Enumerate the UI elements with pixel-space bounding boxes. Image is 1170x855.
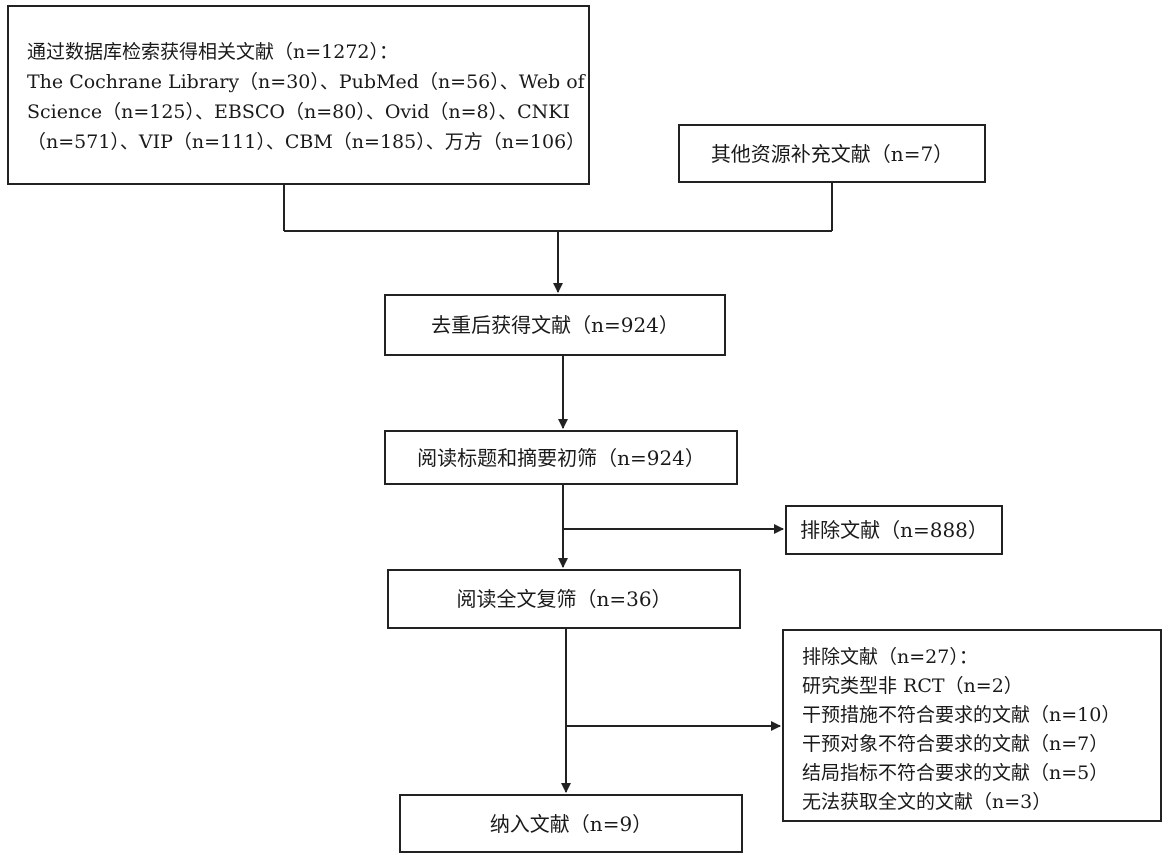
title-abstract-screen-box: 阅读标题和摘要初筛（n=924） bbox=[384, 430, 738, 485]
excluded-second-line-5: 结局指标不符合要求的文献（n=5） bbox=[802, 762, 1109, 784]
excluded-second-line-2: 研究类型非 RCT（n=2） bbox=[802, 675, 1023, 697]
dedup-label: 去重后获得文献（n=924） bbox=[431, 313, 679, 337]
other-sources-label: 其他资源补充文献（n=7） bbox=[710, 141, 954, 166]
excluded-first-box: 排除文献（n=888） bbox=[785, 505, 1003, 555]
excluded-first-label: 排除文献（n=888） bbox=[800, 518, 988, 542]
database-search-line-4: （n=571）、VIP（n=111）、CBM（n=185）、万方（n=106） bbox=[27, 131, 586, 153]
other-sources-box: 其他资源补充文献（n=7） bbox=[678, 124, 986, 183]
fulltext-screen-box: 阅读全文复筛（n=36） bbox=[387, 569, 741, 629]
excluded-second-box: 排除文献（n=27）： 研究类型非 RCT（n=2） 干预措施不符合要求的文献（… bbox=[782, 629, 1162, 822]
database-search-line-3: Science（n=125）、EBSCO（n=80）、Ovid（n=8）、CNK… bbox=[27, 101, 570, 123]
excluded-second-line-6: 无法获取全文的文献（n=3） bbox=[802, 791, 1052, 813]
included-box: 纳入文献（n=9） bbox=[399, 794, 743, 853]
excluded-second-line-1: 排除文献（n=27）： bbox=[802, 646, 978, 668]
database-search-box: 通过数据库检索获得相关文献（n=1272）： The Cochrane Libr… bbox=[7, 5, 590, 185]
excluded-second-line-3: 干预措施不符合要求的文献（n=10） bbox=[802, 704, 1121, 726]
included-label: 纳入文献（n=9） bbox=[489, 811, 653, 836]
dedup-box: 去重后获得文献（n=924） bbox=[384, 294, 726, 356]
title-abstract-screen-label: 阅读标题和摘要初筛（n=924） bbox=[417, 445, 705, 470]
database-search-line-1: 通过数据库检索获得相关文献（n=1272）： bbox=[27, 41, 399, 63]
excluded-second-line-4: 干预对象不符合要求的文献（n=7） bbox=[802, 733, 1109, 755]
fulltext-screen-label: 阅读全文复筛（n=36） bbox=[456, 587, 672, 611]
database-search-line-2: The Cochrane Library（n=30）、PubMed（n=56）、… bbox=[27, 71, 585, 93]
